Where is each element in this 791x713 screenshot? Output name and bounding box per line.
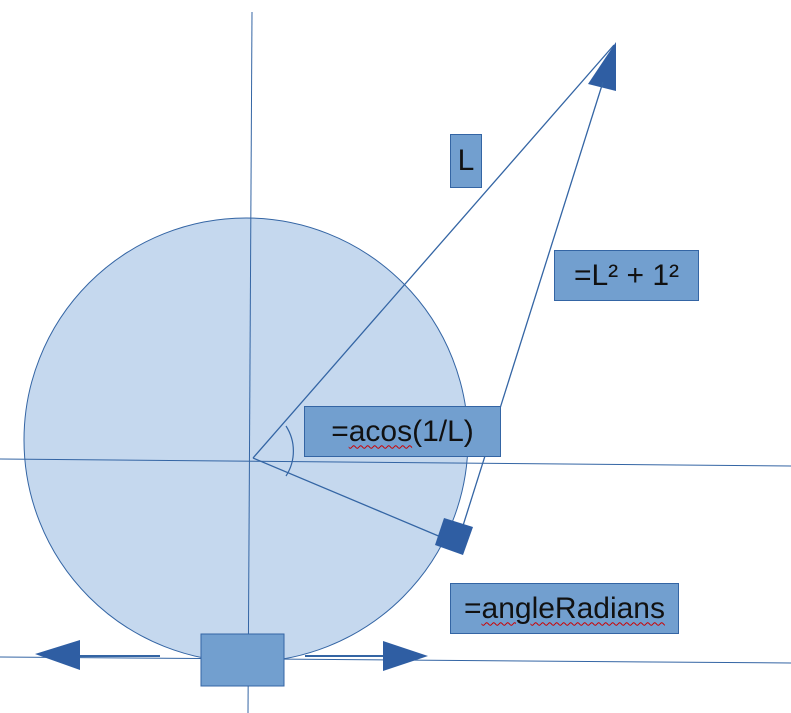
- hypotenuse-label[interactable]: =L² + 1²: [554, 250, 699, 301]
- vertical-axis: [247, 11, 253, 713]
- angle-radians-label[interactable]: =angleRadians: [450, 583, 679, 634]
- center-drag-handle[interactable]: [200, 633, 285, 687]
- vector-arrowhead[interactable]: [588, 42, 616, 91]
- length-vector-line[interactable]: [252, 44, 615, 459]
- angle-formula-label[interactable]: =acos(1/L): [304, 406, 501, 457]
- length-label[interactable]: L: [450, 134, 482, 188]
- angle-formula-text: =acos(1/L): [331, 414, 474, 448]
- angle-arc: [285, 425, 294, 477]
- horizontal-axis: [0, 458, 791, 467]
- length-label-text: L: [457, 144, 475, 177]
- angle-formula-func: acos: [348, 414, 413, 448]
- right-arrow-icon[interactable]: [383, 641, 428, 671]
- angle-radians-text: =angleRadians: [463, 591, 665, 625]
- right-angle-marker[interactable]: [435, 518, 473, 555]
- hypotenuse-label-text: =L² + 1²: [573, 258, 680, 292]
- radius-to-tangent-point[interactable]: [252, 457, 449, 541]
- tangent-line[interactable]: [460, 81, 604, 533]
- left-arrow-icon[interactable]: [35, 640, 80, 670]
- angle-formula-prefix: =: [331, 414, 349, 448]
- angle-radians-name: angleRadians: [481, 591, 665, 625]
- angle-radians-prefix: =: [463, 591, 482, 625]
- angle-formula-args: (1/L): [412, 414, 474, 448]
